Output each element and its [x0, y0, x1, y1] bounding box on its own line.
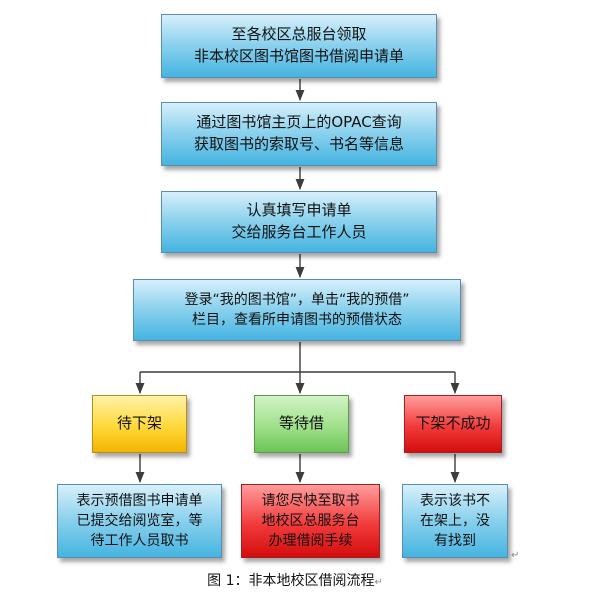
step3-line1: 认真填写申请单 [246, 201, 352, 220]
result-failed-line3: 有找到 [434, 533, 476, 550]
result-pending-line3: 待工作人员取书 [90, 533, 189, 550]
result-failed-line2: 在架上，没 [420, 512, 490, 529]
step2-line2: 获取图书的索取号、书名等信息 [193, 135, 404, 153]
result-waiting-line3: 办理借阅手续 [268, 533, 353, 550]
result-failed-description: 表示该书不 在架上，没 有找到 [402, 484, 508, 558]
result-pending-line1: 表示预借图书申请单 [76, 492, 203, 509]
figure-caption-text: 图 1：非本地校区借阅流程 [207, 573, 375, 589]
result-pending-line2: 已提交给阅览室，等 [76, 512, 203, 529]
step-get-application-form: 至各校区总服台领取 非本校区图书馆图书借阅申请单 [161, 14, 437, 78]
status-failed-label: 下架不成功 [415, 414, 491, 433]
result-waiting-line1: 请您尽快至取书 [261, 492, 360, 509]
result-waiting-line2: 地校区总服务台 [261, 512, 360, 529]
step4-line2: 栏目，查看所申请图书的预借状态 [192, 312, 402, 328]
step1-line2: 非本校区图书馆图书借阅申请单 [193, 47, 404, 65]
result-pending-description: 表示预借图书申请单 已提交给阅览室，等 待工作人员取书 [57, 484, 222, 558]
step2-line1: 通过图书馆主页上的OPAC查询 [196, 113, 402, 132]
result-waiting-description: 请您尽快至取书 地校区总服务台 办理借阅手续 [241, 484, 380, 558]
status-waiting-label: 等待借 [278, 414, 324, 433]
status-waiting-to-borrow: 等待借 [254, 395, 349, 453]
step3-line2: 交给服务台工作人员 [231, 223, 367, 241]
step-fill-application: 认真填写申请单 交给服务台工作人员 [161, 191, 437, 253]
step-check-reservation-status: 登录“我的图书馆”，单击“我的预借” 栏目，查看所申请图书的预借状态 [133, 279, 461, 341]
status-removal-failed: 下架不成功 [404, 395, 502, 453]
step-opac-search: 通过图书馆主页上的OPAC查询 获取图书的索取号、书名等信息 [161, 102, 437, 166]
paragraph-mark-icon: ↵ [511, 550, 520, 561]
status-pending-removal: 待下架 [92, 395, 187, 453]
step4-line1: 登录“我的图书馆”，单击“我的预借” [184, 291, 410, 308]
caption-paragraph-mark-icon: ↵ [374, 577, 383, 588]
step1-line1: 至各校区总服台领取 [231, 25, 367, 44]
status-pending-label: 待下架 [116, 414, 162, 433]
result-failed-line1: 表示该书不 [420, 492, 490, 509]
figure-caption: 图 1：非本地校区借阅流程↵ [0, 570, 590, 590]
